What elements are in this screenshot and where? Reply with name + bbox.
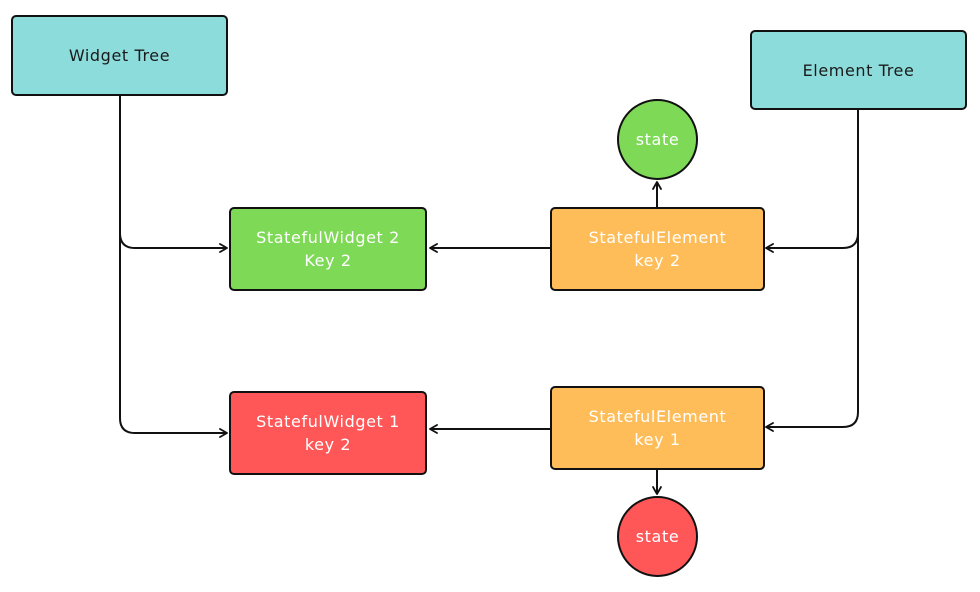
element-tree-label: Element Tree [802,60,915,80]
state-bottom-circle: state [617,496,698,577]
state-top-circle: state [617,99,698,180]
stateful-widget-1-title: StatefulWidget 1 [256,412,400,431]
stateful-element-2-key: key 2 [634,251,681,270]
stateful-widget-2-title: StatefulWidget 2 [256,228,400,247]
widget-tree-label: Widget Tree [68,46,171,65]
stateful-widget-1-key: key 2 [304,435,352,454]
element-tree-node: Element Tree [750,30,967,110]
stateful-element-2-title: StatefulElement [588,228,727,247]
state-top-label: state [635,130,680,149]
stateful-element-1-key: key 1 [634,430,681,449]
widget-tree-node: Widget Tree [11,15,228,96]
connector-widget-tree-to-widget-2 [119,96,228,253]
stateful-widget-2-key: Key 2 [304,251,352,270]
connector-element-tree-to-element-1 [765,233,859,432]
stateful-element-1-title: StatefulElement [588,407,727,426]
connector-element-tree-to-element-2 [765,110,859,253]
stateful-widget-1-node: StatefulWidget 1 key 2 [229,391,427,475]
connector-widget-tree-to-widget-1 [119,233,228,438]
stateful-element-1-node: StatefulElement key 1 [550,386,765,470]
stateful-element-2-node: StatefulElement key 2 [550,207,765,291]
state-bottom-label: state [635,527,680,546]
stateful-widget-2-node: StatefulWidget 2 Key 2 [229,207,427,291]
